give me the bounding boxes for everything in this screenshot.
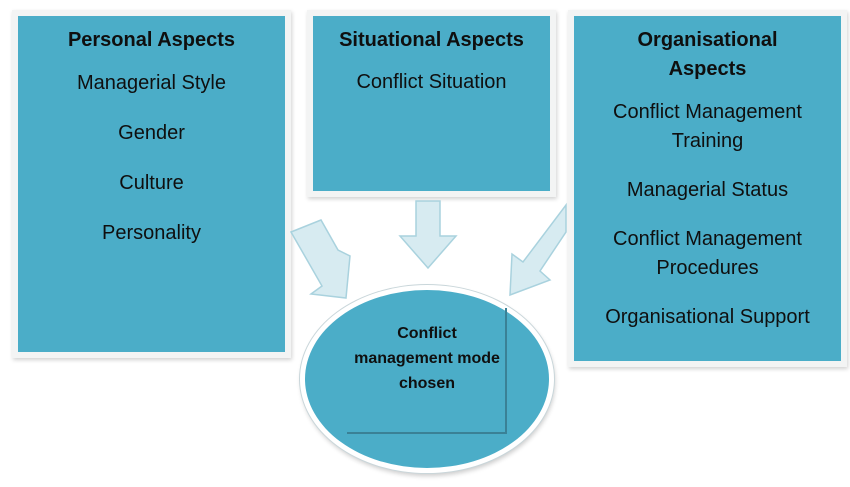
arrow-middle-icon xyxy=(398,200,458,270)
personal-aspects-box: Personal Aspects Managerial Style Gender… xyxy=(12,10,291,358)
personal-item-gender: Gender xyxy=(118,122,185,144)
arrow-right-icon xyxy=(509,202,567,297)
personal-aspects-title: Personal Aspects xyxy=(67,29,236,51)
organisational-item-conflict-management-training: Conflict Management Training xyxy=(613,101,802,152)
situational-aspects-box: Situational Aspects Conflict Situation xyxy=(307,10,556,197)
organisational-item-conflict-management-procedures: Conflict Management Procedures xyxy=(613,228,802,279)
organisational-aspects-title: Organisational Aspects xyxy=(637,29,778,80)
personal-item-personality: Personality xyxy=(102,222,201,244)
situational-aspects-title: Situational Aspects xyxy=(339,29,524,51)
personal-item-culture: Culture xyxy=(119,172,184,194)
organisational-item-managerial-status: Managerial Status xyxy=(626,179,789,201)
conflict-mode-circle: Conflict management mode chosen xyxy=(300,285,554,473)
personal-item-managerial-style: Managerial Style xyxy=(77,72,226,94)
conflict-mode-inner-box: Conflict management mode chosen xyxy=(347,308,507,434)
arrow-left-icon xyxy=(289,219,351,299)
organisational-aspects-box: Organisational Aspects Conflict Manageme… xyxy=(568,10,847,367)
situational-item-conflict-situation: Conflict Situation xyxy=(356,71,507,93)
conflict-mode-label: Conflict management mode chosen xyxy=(354,325,500,392)
organisational-item-organisational-support: Organisational Support xyxy=(605,306,810,328)
